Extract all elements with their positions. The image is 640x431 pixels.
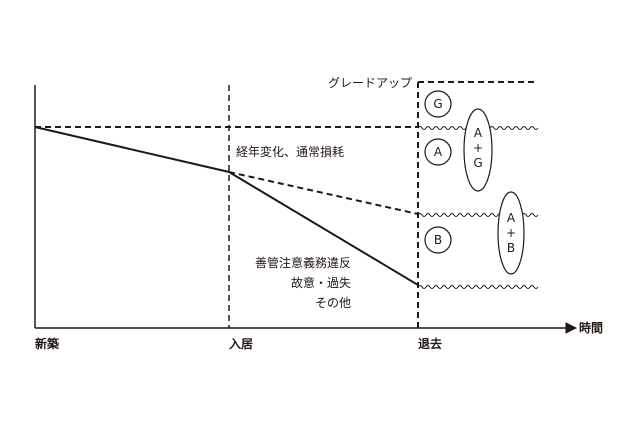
x-label-new: 新築 — [35, 336, 60, 351]
wavy-line-b — [417, 285, 539, 289]
marker-ab-1: A — [507, 211, 516, 225]
aging-label: 経年変化、通常損耗 — [236, 144, 344, 159]
breach-label-3: その他 — [315, 296, 351, 310]
marker-ag-2: + — [473, 141, 483, 155]
marker-a-circle — [424, 138, 452, 166]
marker-ab-3: B — [507, 241, 515, 255]
marker-a: A — [434, 145, 443, 159]
breach-label-1: 善管注意義務違反 — [255, 255, 351, 270]
x-label-move-out: 退去 — [418, 336, 442, 351]
normal-wear-dashed — [228, 171, 419, 215]
marker-b: B — [434, 233, 442, 247]
grade-up-label: グレードアップ — [328, 76, 412, 90]
marker-b-circle — [424, 226, 452, 254]
marker-g: G — [433, 97, 442, 111]
value-line — [34, 126, 419, 286]
x-label-move-in: 入居 — [229, 337, 253, 351]
marker-ag-3: G — [473, 156, 482, 170]
x-label-time: 時間 — [579, 320, 603, 335]
marker-g-circle — [424, 90, 452, 118]
breach-label-2: 故意・過失 — [291, 275, 351, 290]
marker-ab-ellipse — [497, 191, 525, 275]
x-axis-arrow-icon — [565, 322, 578, 334]
marker-ag-1: A — [474, 126, 483, 140]
marker-ag-ellipse — [463, 108, 493, 192]
marker-ab-2: + — [506, 226, 516, 240]
